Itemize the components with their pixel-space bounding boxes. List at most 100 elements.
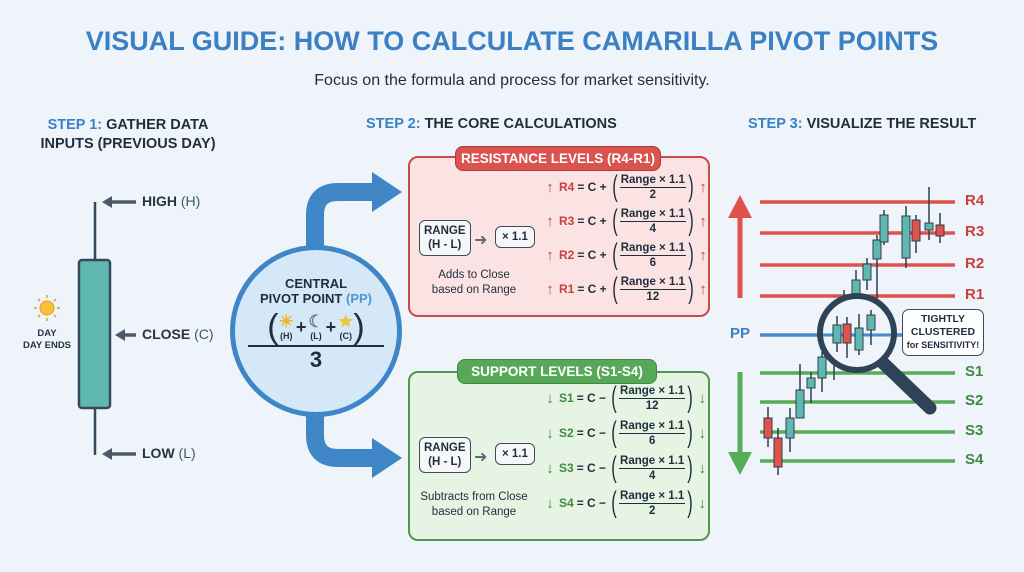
plus-sign: +: [295, 316, 307, 337]
candlestick: [795, 389, 805, 419]
candlestick: [842, 323, 852, 344]
numerator: Range × 1.1: [619, 384, 686, 399]
level-label-s3: S3: [965, 422, 984, 439]
level-name: S3: [559, 461, 574, 475]
arrow-up-icon: ↑: [699, 280, 707, 298]
multiplier-box: × 1.1: [495, 226, 535, 248]
range-text: RANGE: [424, 442, 466, 454]
candlestick: [879, 214, 889, 243]
arrow-up-icon: ↑: [546, 280, 554, 298]
candlestick: [862, 263, 872, 281]
pp-title-1: CENTRAL: [284, 276, 348, 291]
candlestick: [854, 327, 864, 351]
day-text: DAY: [37, 328, 57, 339]
pp-high: ☀(H): [279, 313, 294, 342]
denominator: 12: [645, 399, 659, 412]
candlestick: [763, 417, 773, 439]
level-name: R2: [559, 248, 575, 262]
arrow-up-icon: ↑: [699, 212, 707, 230]
candlestick: [872, 239, 882, 260]
step1-text: GATHER DATA: [106, 117, 209, 133]
range-sub: (H - L): [428, 456, 462, 468]
low-label: LOW (L): [142, 445, 196, 461]
step1-text-2: INPUTS (PREVIOUS DAY): [40, 136, 216, 152]
arrow-down-icon: ↓: [546, 459, 554, 477]
numerator: Range × 1.1: [619, 489, 686, 504]
arrow-down-icon: ↓: [698, 424, 707, 442]
candlestick: [911, 219, 921, 242]
level-label-pp: PP: [730, 325, 751, 342]
denominator: 4: [649, 222, 657, 235]
high-symbol: (H): [180, 193, 201, 209]
level-name: R4: [559, 180, 575, 194]
candlestick: [866, 314, 876, 331]
arrow-up-icon: ↑: [699, 178, 707, 196]
candlestick: [817, 356, 827, 379]
candlestick: [806, 377, 816, 389]
level-label-s2: S2: [965, 392, 984, 409]
pp-title-text: PIVOT POINT: [260, 291, 343, 306]
denominator: 6: [649, 256, 657, 269]
step1-number: STEP 1:: [47, 117, 103, 133]
range-sub: (H - L): [428, 239, 462, 251]
arrow-down-icon: ↓: [698, 389, 707, 407]
level-label-s4: S4: [965, 451, 984, 468]
callout-line: for SENSITIVITY!: [906, 340, 980, 350]
numerator: Range × 1.1: [619, 173, 686, 188]
step3-heading: STEP 3: VISUALIZE THE RESULT: [748, 116, 976, 132]
numerator: Range × 1.1: [619, 241, 686, 256]
arrow-down-icon: ↓: [546, 494, 554, 512]
low-symbol: (L): [178, 445, 196, 461]
multiplier-box: × 1.1: [495, 443, 535, 465]
moon-icon: ☾: [308, 312, 324, 331]
high-text: HIGH: [142, 193, 177, 209]
page-subtitle: Focus on the formula and process for mar…: [314, 72, 710, 89]
range-text: RANGE: [424, 225, 466, 237]
operator: = C +: [577, 282, 607, 296]
range-box: RANGE (H - L): [419, 220, 471, 256]
page-title: VISUAL GUIDE: HOW TO CALCULATE CAMARILLA…: [85, 26, 939, 56]
candlestick: [851, 279, 861, 296]
candlestick: [785, 417, 795, 439]
candlestick: [773, 437, 783, 468]
close-label: CLOSE (C): [142, 326, 214, 342]
numerator: Range × 1.1: [619, 207, 686, 222]
operator: = C −: [576, 461, 607, 475]
step1-heading: STEP 1: GATHER DATA INPUTS (PREVIOUS DAY…: [14, 116, 242, 154]
numerator: Range × 1.1: [619, 275, 686, 290]
candlestick: [935, 224, 945, 237]
candlestick: [832, 324, 842, 344]
level-name: S1: [559, 391, 574, 405]
arrow-right-icon: ➜: [474, 449, 488, 466]
pp-abbr: (PP): [345, 291, 372, 306]
arrow-down-icon: ↓: [546, 424, 554, 442]
note-line: based on Range: [431, 284, 517, 296]
step3-text: VISUALIZE THE RESULT: [806, 116, 977, 132]
pp-c: (C): [339, 331, 353, 341]
note-line: Subtracts from Close: [420, 491, 528, 503]
pp-formula: ( ☀(H) + ☾(L) + ★(C) ): [267, 308, 365, 346]
low-text: LOW: [142, 445, 175, 461]
arrow-down-icon: ↓: [698, 494, 707, 512]
operator: = C −: [576, 496, 607, 510]
down-flow-arrow-icon: [306, 410, 375, 467]
magnifier-handle: [873, 353, 937, 415]
arrow-up-icon: ↑: [546, 178, 554, 196]
candlestick: [901, 215, 911, 259]
candlestick: [924, 222, 934, 231]
high-label: HIGH (H): [142, 193, 200, 209]
step2-number: STEP 2:: [366, 116, 421, 132]
day-label: DAY DAY ENDS: [12, 328, 82, 352]
pp-close: ★(C): [338, 313, 353, 342]
level-label-r3: R3: [965, 223, 985, 240]
sun-icon: [34, 295, 60, 321]
step3-number: STEP 3:: [748, 116, 803, 132]
